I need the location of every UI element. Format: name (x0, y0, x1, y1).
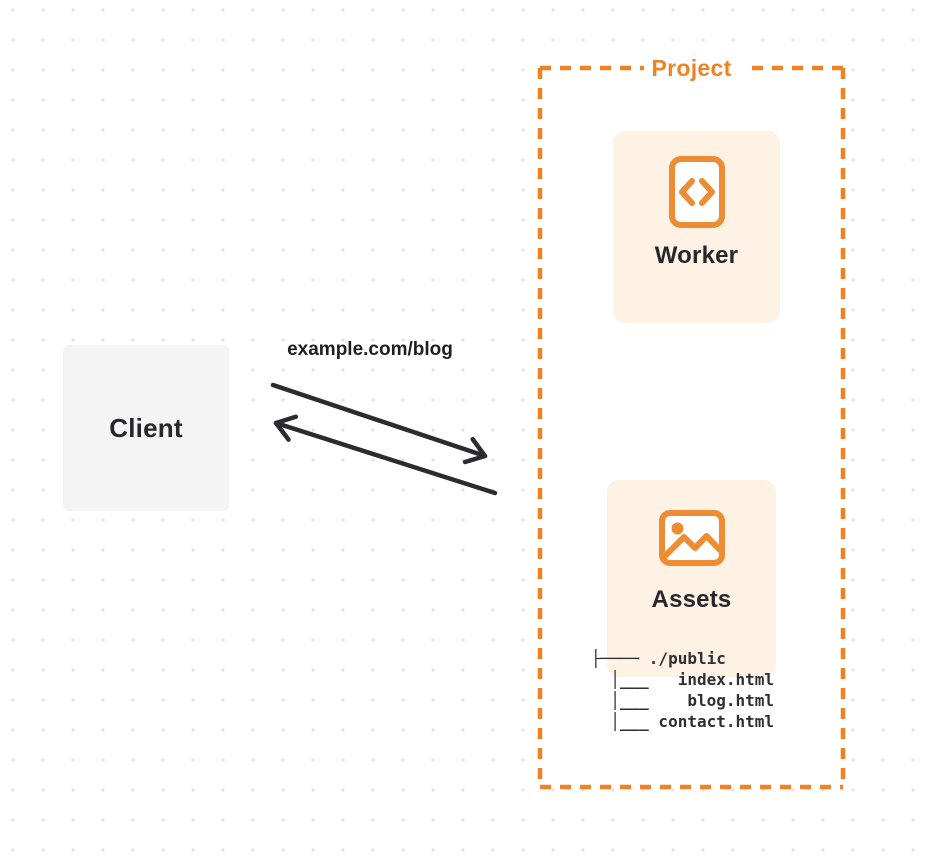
assets-label: Assets (651, 586, 732, 613)
worker-node: Worker (613, 131, 780, 323)
assets-node: Assets (607, 480, 776, 677)
code-icon (668, 156, 725, 228)
worker-label: Worker (654, 242, 739, 269)
response-arrow (273, 414, 498, 496)
assets-file-tree: ├──── ./public │___ index.html │___ blog… (591, 649, 775, 731)
request-url-label: example.com/blog (287, 339, 453, 360)
request-arrow (270, 382, 488, 465)
project-label: Project (651, 55, 732, 81)
client-label: Client (109, 412, 183, 443)
client-node: Client (63, 345, 229, 511)
image-icon (658, 510, 725, 566)
